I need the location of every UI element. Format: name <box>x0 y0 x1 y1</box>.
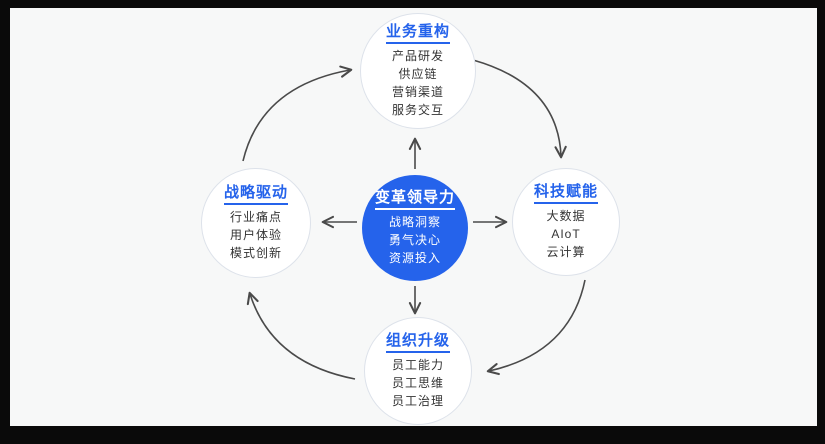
node-change-leadership: 变革领导力 战略洞察 勇气决心 资源投入 <box>362 175 468 281</box>
arrow-top-to-right <box>472 59 567 159</box>
node-strategy-driven: 战略驱动 行业痛点 用户体验 模式创新 <box>201 168 311 278</box>
node-item: 模式创新 <box>229 246 282 261</box>
node-business-restructuring: 业务重构 产品研发 供应链 营销渠道 服务交互 <box>360 13 476 129</box>
node-item: 用户体验 <box>229 228 282 243</box>
cycle-arrows <box>242 59 586 380</box>
node-item: 员工能力 <box>391 358 444 373</box>
arrow-right-to-bottom <box>486 279 586 376</box>
node-item: 勇气决心 <box>388 233 441 248</box>
node-organization-upgrade: 组织升级 员工能力 员工思维 员工治理 <box>364 317 472 425</box>
node-item: AIoT <box>551 227 581 242</box>
arrow-bottom-to-left <box>246 291 356 380</box>
node-item: 战略洞察 <box>388 215 441 230</box>
node-title: 战略驱动 <box>223 184 288 206</box>
arrow-left-to-top <box>242 65 353 162</box>
node-item: 员工治理 <box>391 394 444 409</box>
node-title: 组织升级 <box>385 332 450 354</box>
node-item: 资源投入 <box>388 251 441 266</box>
node-item: 营销渠道 <box>391 85 444 100</box>
node-item: 供应链 <box>398 67 438 82</box>
node-title: 科技赋能 <box>533 183 598 205</box>
diagram-canvas: 业务重构 产品研发 供应链 营销渠道 服务交互 战略驱动 行业痛点 用户体验 模… <box>10 8 817 426</box>
node-title: 变革领导力 <box>374 189 455 211</box>
node-item: 员工思维 <box>391 376 444 391</box>
node-item: 大数据 <box>546 209 586 224</box>
node-tech-empowerment: 科技赋能 大数据 AIoT 云计算 <box>512 168 620 276</box>
node-item: 服务交互 <box>391 103 444 118</box>
node-item: 产品研发 <box>391 49 444 64</box>
node-title: 业务重构 <box>385 23 450 45</box>
node-item: 云计算 <box>546 245 586 260</box>
node-item: 行业痛点 <box>229 210 282 225</box>
